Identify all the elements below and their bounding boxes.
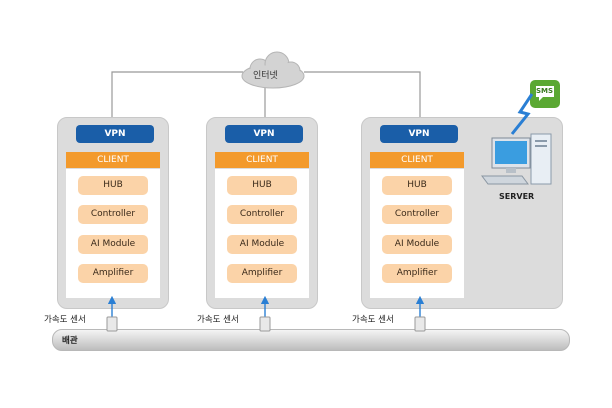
cloud-label: 인터넷 xyxy=(253,71,278,81)
module-panel: HUB Controller AI Module Amplifier xyxy=(370,169,464,298)
module-panel: HUB Controller AI Module Amplifier xyxy=(66,169,160,298)
client-bar: CLIENT xyxy=(370,152,464,168)
amplifier-box: Amplifier xyxy=(382,264,452,283)
controller-box: Controller xyxy=(382,205,452,224)
sms-label: SMS xyxy=(536,87,554,95)
client-unit-2: VPN CLIENT HUB Controller AI Module Ampl… xyxy=(206,117,318,309)
client-bar: CLIENT xyxy=(66,152,160,168)
vpn-box: VPN xyxy=(380,125,458,143)
ai-module-box: AI Module xyxy=(227,235,297,254)
controller-box: Controller xyxy=(227,205,297,224)
module-panel: HUB Controller AI Module Amplifier xyxy=(215,169,309,298)
vpn-box: VPN xyxy=(225,125,303,143)
vpn-box: VPN xyxy=(76,125,154,143)
pipe-label: 배관 xyxy=(62,336,78,346)
server-computer-icon xyxy=(481,133,552,185)
client-unit-3: VPN CLIENT HUB Controller AI Module Ampl… xyxy=(361,117,563,309)
client-bar: CLIENT xyxy=(215,152,309,168)
ai-module-box: AI Module xyxy=(78,235,148,254)
sensor-label-2: 가속도 센서 xyxy=(197,315,239,325)
amplifier-box: Amplifier xyxy=(78,264,148,283)
pipe xyxy=(52,329,570,351)
sensor-label-3: 가속도 센서 xyxy=(352,315,394,325)
client-unit-1: VPN CLIENT HUB Controller AI Module Ampl… xyxy=(57,117,169,309)
ai-module-box: AI Module xyxy=(382,235,452,254)
server-label: SERVER xyxy=(499,192,535,201)
sensor-label-1: 가속도 센서 xyxy=(44,315,86,325)
hub-box: HUB xyxy=(382,176,452,195)
chat-bubble-icon xyxy=(536,86,554,101)
signal-bolt-icon xyxy=(510,93,534,135)
amplifier-box: Amplifier xyxy=(227,264,297,283)
hub-box: HUB xyxy=(78,176,148,195)
controller-box: Controller xyxy=(78,205,148,224)
hub-box: HUB xyxy=(227,176,297,195)
cloud-icon xyxy=(241,51,305,89)
